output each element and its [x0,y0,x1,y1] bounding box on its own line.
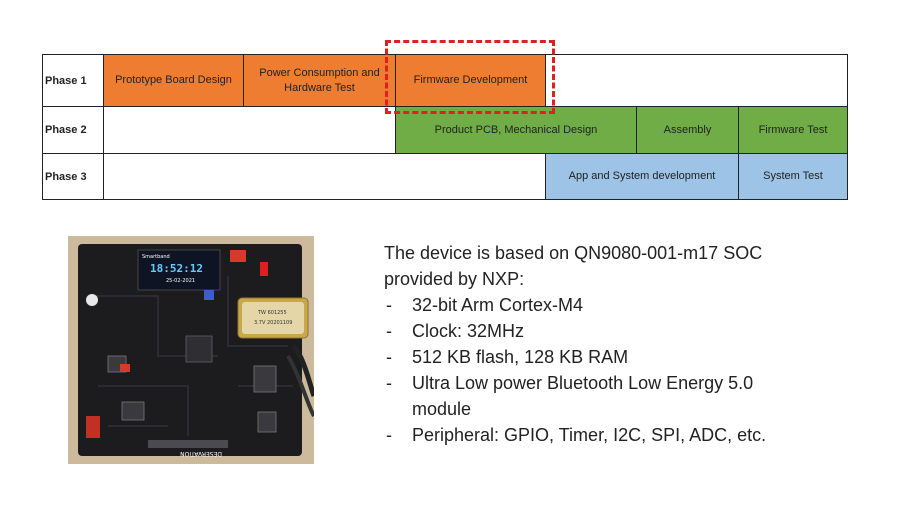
task-firmware-test: Firmware Test [739,107,847,153]
task-app-system-development: App and System development [546,154,739,199]
phase-2-label: Phase 2 [45,124,87,136]
prototype-board-photo: Smartband 18:52:12 25-02-2021 TW 601255 … [68,236,314,464]
spec-item-clock: Clock: 32MHz [384,318,864,344]
empty-cell [104,107,396,153]
phase-timeline-table: Phase 1 Prototype Board Design Power Con… [42,54,848,200]
task-assembly: Assembly [637,107,739,153]
phase-1-highlight-box [385,40,555,114]
phase-3-label: Phase 3 [45,170,87,183]
spec-item-peripherals: Peripheral: GPIO, Timer, I2C, SPI, ADC, … [384,422,864,448]
battery-label-1: TW 601255 [257,310,287,316]
device-description: The device is based on QN9080-001-m17 SO… [384,240,864,448]
task-firmware-development: Firmware Development [396,55,546,106]
spec-item-cpu: 32-bit Arm Cortex-M4 [384,292,864,318]
screen-title: Smartband [142,254,170,260]
screen-time: 18:52:12 [150,262,203,275]
board-silkscreen: DESERVATION [180,450,222,457]
label-column-divider [103,55,104,199]
spec-list: 32-bit Arm Cortex-M4 Clock: 32MHz 512 KB… [384,292,864,448]
battery-label-2: 3.7V 20201109 [254,320,292,326]
task-system-test: System Test [739,154,847,199]
empty-cell [104,154,546,199]
row-divider [43,106,847,107]
spec-item-bluetooth: Ultra Low power Bluetooth Low Energy 5.0… [384,370,812,422]
phase-1-label: Phase 1 [45,74,87,87]
task-prototype-board-design: Prototype Board Design [104,55,244,106]
description-intro: The device is based on QN9080-001-m17 SO… [384,243,763,289]
task-product-pcb-mechanical-design: Product PCB, Mechanical Design [396,107,637,153]
spec-item-memory: 512 KB flash, 128 KB RAM [384,344,864,370]
row-divider [43,153,847,154]
screen-date: 25-02-2021 [166,278,195,284]
task-power-consumption-hardware-test: Power Consumption and Hardware Test [244,55,396,106]
